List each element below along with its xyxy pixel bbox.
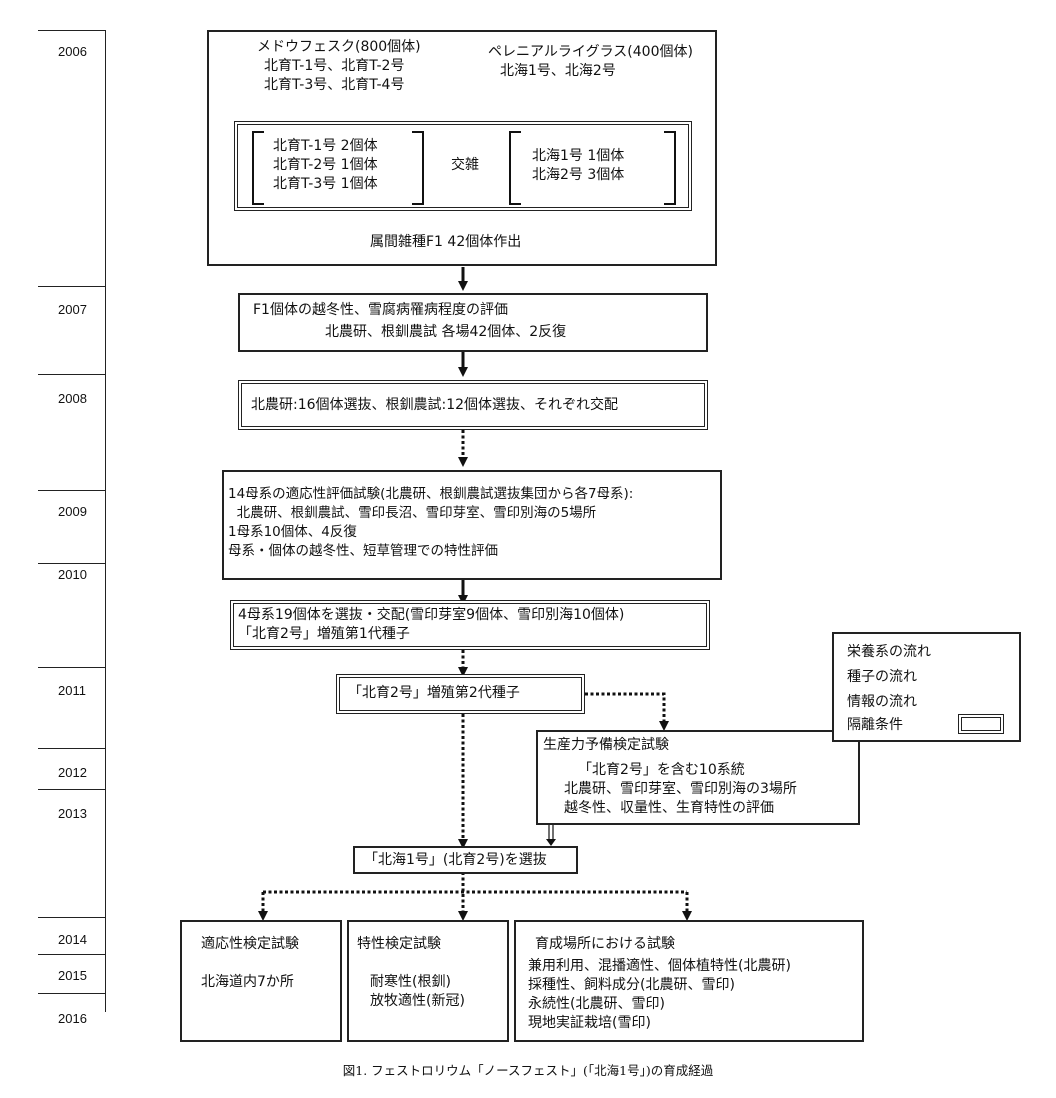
stage-text: 放牧適性(新冠) (370, 993, 465, 1009)
stage-text: 14母系の適応性評価試験(北農研、根釧農試選抜集団から各7母系): (228, 486, 634, 502)
adaptability-test-box (180, 920, 342, 1042)
legend-isolation-sample (958, 714, 1004, 734)
stage-text: 北海道内7か所 (201, 974, 294, 990)
parent-entry: 北育T-3号 1個体 (273, 176, 378, 192)
year-label: 2015 (58, 968, 87, 983)
figure-caption: 図1. フェストロリウム「ノースフェスト」(「北海1号」)の育成経過 (342, 1063, 714, 1078)
parent-entry: 北海1号 1個体 (532, 148, 625, 164)
year-tick (38, 954, 106, 955)
year-label: 2016 (58, 1011, 87, 1026)
stage-text: 1母系10個体、4反復 (228, 524, 357, 540)
meadow-fescue-title: メドウフェスク(800個体) (257, 39, 421, 55)
perennial-ryegrass-line: 北海1号、北海2号 (500, 63, 616, 79)
box-title: 生産力予備検定試験 (543, 737, 669, 753)
stage-2008-box (238, 380, 708, 430)
legend-label: 情報の流れ (847, 694, 917, 710)
year-label: 2013 (58, 806, 87, 821)
stage-text: 永続性(北農研、雪印) (528, 996, 665, 1012)
year-tick (38, 748, 106, 749)
year-label: 2008 (58, 391, 87, 406)
isolation-cross-box (234, 121, 692, 211)
stage-text: 4母系19個体を選抜・交配(雪印芽室9個体、雪印別海10個体) (238, 607, 625, 623)
year-tick (38, 30, 106, 31)
right-bracket (664, 131, 676, 205)
stage-text: 採種性、飼料成分(北農研、雪印) (528, 977, 735, 993)
stage-2010-box (230, 600, 710, 650)
year-label: 2014 (58, 932, 87, 947)
stage-text: 北農研、雪印芽室、雪印別海の3場所 (564, 781, 797, 797)
stage-text: F1個体の越冬性、雪腐病罹病程度の評価 (253, 302, 508, 318)
stage-text: 北農研、根釧農試、雪印長沼、雪印芽室、雪印別海の5場所 (228, 505, 597, 521)
stage-2011-box (336, 674, 585, 714)
stage-text: 「北育2号」増殖第2代種子 (348, 685, 520, 701)
year-label: 2007 (58, 302, 87, 317)
year-tick (38, 374, 106, 375)
stage-2007-box (238, 293, 708, 352)
year-axis-line (105, 30, 106, 1012)
year-label: 2011 (58, 683, 86, 698)
legend-label: 種子の流れ (847, 669, 917, 685)
stage-2009-box (222, 470, 722, 580)
cross-label: 交雑 (451, 157, 479, 173)
arrow-dotted (585, 692, 669, 731)
year-tick (38, 563, 106, 564)
left-bracket (252, 131, 264, 205)
f1-result: 属間雑種F1 42個体作出 (370, 234, 522, 250)
stage-text: 「北育2号」を含む10系統 (578, 762, 745, 778)
stage-text: 兼用利用、混播適性、個体植特性(北農研) (528, 958, 791, 974)
year-label: 2012 (58, 765, 87, 780)
year-tick (38, 917, 106, 918)
meadow-fescue-line: 北育T-1号、北育T-2号 (264, 58, 405, 74)
left-bracket (509, 131, 521, 205)
productivity-test-box (536, 730, 860, 825)
perennial-ryegrass-title: ペレニアルライグラス(400個体) (488, 44, 693, 60)
trait-test-box (347, 920, 509, 1042)
year-tick (38, 490, 106, 491)
stage-text: 「北海1号」(北育2号)を選抜 (364, 852, 547, 868)
legend-label: 栄養系の流れ (847, 644, 931, 660)
year-tick (38, 667, 106, 668)
year-label: 2006 (58, 44, 87, 59)
stage-text: 母系・個体の越冬性、短草管理での特性評価 (228, 543, 498, 559)
stage-text: 耐寒性(根釧) (370, 974, 451, 990)
stage-text: 北農研、根釧農試 各場42個体、2反復 (325, 324, 567, 340)
parent-entry: 北海2号 3個体 (532, 167, 625, 183)
year-tick (38, 286, 106, 287)
right-bracket (412, 131, 424, 205)
year-label: 2009 (58, 504, 87, 519)
year-label: 2010 (58, 567, 87, 582)
stage-text: 越冬性、収量性、生育特性の評価 (564, 800, 774, 816)
stage-text: 「北育2号」増殖第1代種子 (238, 626, 410, 642)
box-title: 特性検定試験 (357, 936, 441, 952)
breeding-site-test-box (514, 920, 864, 1042)
parent-entry: 北育T-2号 1個体 (273, 157, 378, 173)
box-title: 育成場所における試験 (535, 936, 675, 952)
selection-box (353, 846, 578, 874)
parent-entry: 北育T-1号 2個体 (273, 138, 378, 154)
year-tick (38, 993, 106, 994)
stage-text: 現地実証栽培(雪印) (528, 1015, 651, 1031)
box-title: 適応性検定試験 (201, 936, 299, 952)
year-tick (38, 789, 106, 790)
stage-text: 北農研:16個体選抜、根釧農試:12個体選抜、それぞれ交配 (251, 397, 619, 413)
meadow-fescue-line: 北育T-3号、北育T-4号 (264, 77, 405, 93)
legend-label: 隔離条件 (847, 717, 903, 733)
